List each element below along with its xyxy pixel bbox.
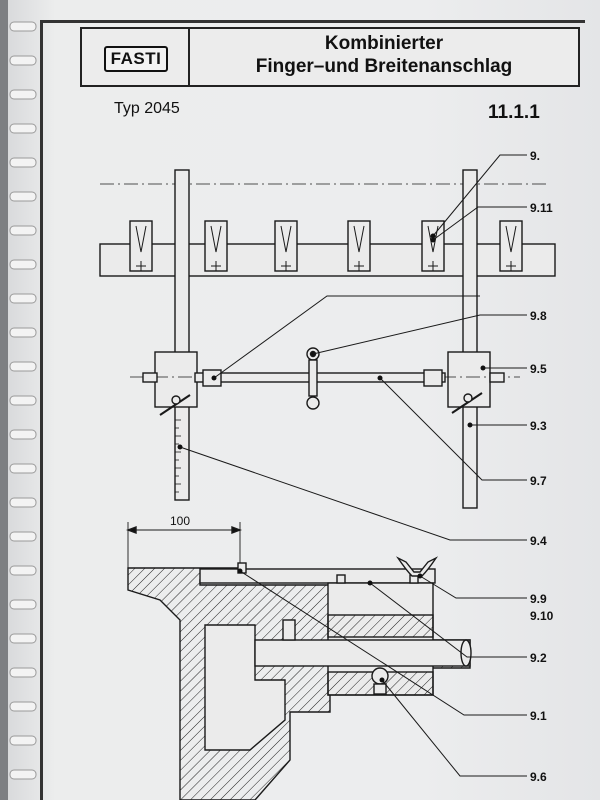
title-line-2: Finger–und Breitenanschlag <box>255 56 513 77</box>
section-number: 11.1.1 <box>488 102 540 123</box>
title-line-1: Kombinierter <box>324 33 444 54</box>
callout-9-5: 9.5 <box>530 362 547 376</box>
callout-9-10: 9.10 <box>530 609 554 623</box>
callout-9-4: 9.4 <box>530 534 547 548</box>
manual-page <box>8 0 600 800</box>
callout-9-3: 9.3 <box>530 419 547 433</box>
callout-9-9: 9.9 <box>530 592 547 606</box>
fasti-logo: FASTI <box>104 46 168 72</box>
dimension-100: 100 <box>170 514 190 528</box>
callout-9-8: 9.8 <box>530 309 547 323</box>
frame-left-border <box>40 20 43 800</box>
type-label: Typ 2045 <box>114 100 180 117</box>
spiral-binding <box>9 21 37 780</box>
frame-top-border <box>40 20 585 23</box>
callout-9-7: 9.7 <box>530 474 547 488</box>
callout-9-2: 9.2 <box>530 651 547 665</box>
callout-9-1: 9.1 <box>530 709 547 723</box>
callout-9-6: 9.6 <box>530 770 547 784</box>
logo-cell: FASTI <box>82 29 190 85</box>
title-block: FASTI Kombinierter Finger–und Breitenans… <box>80 27 580 87</box>
callout-9-11: 9.11 <box>530 201 553 215</box>
callout-9: 9. <box>530 149 540 163</box>
